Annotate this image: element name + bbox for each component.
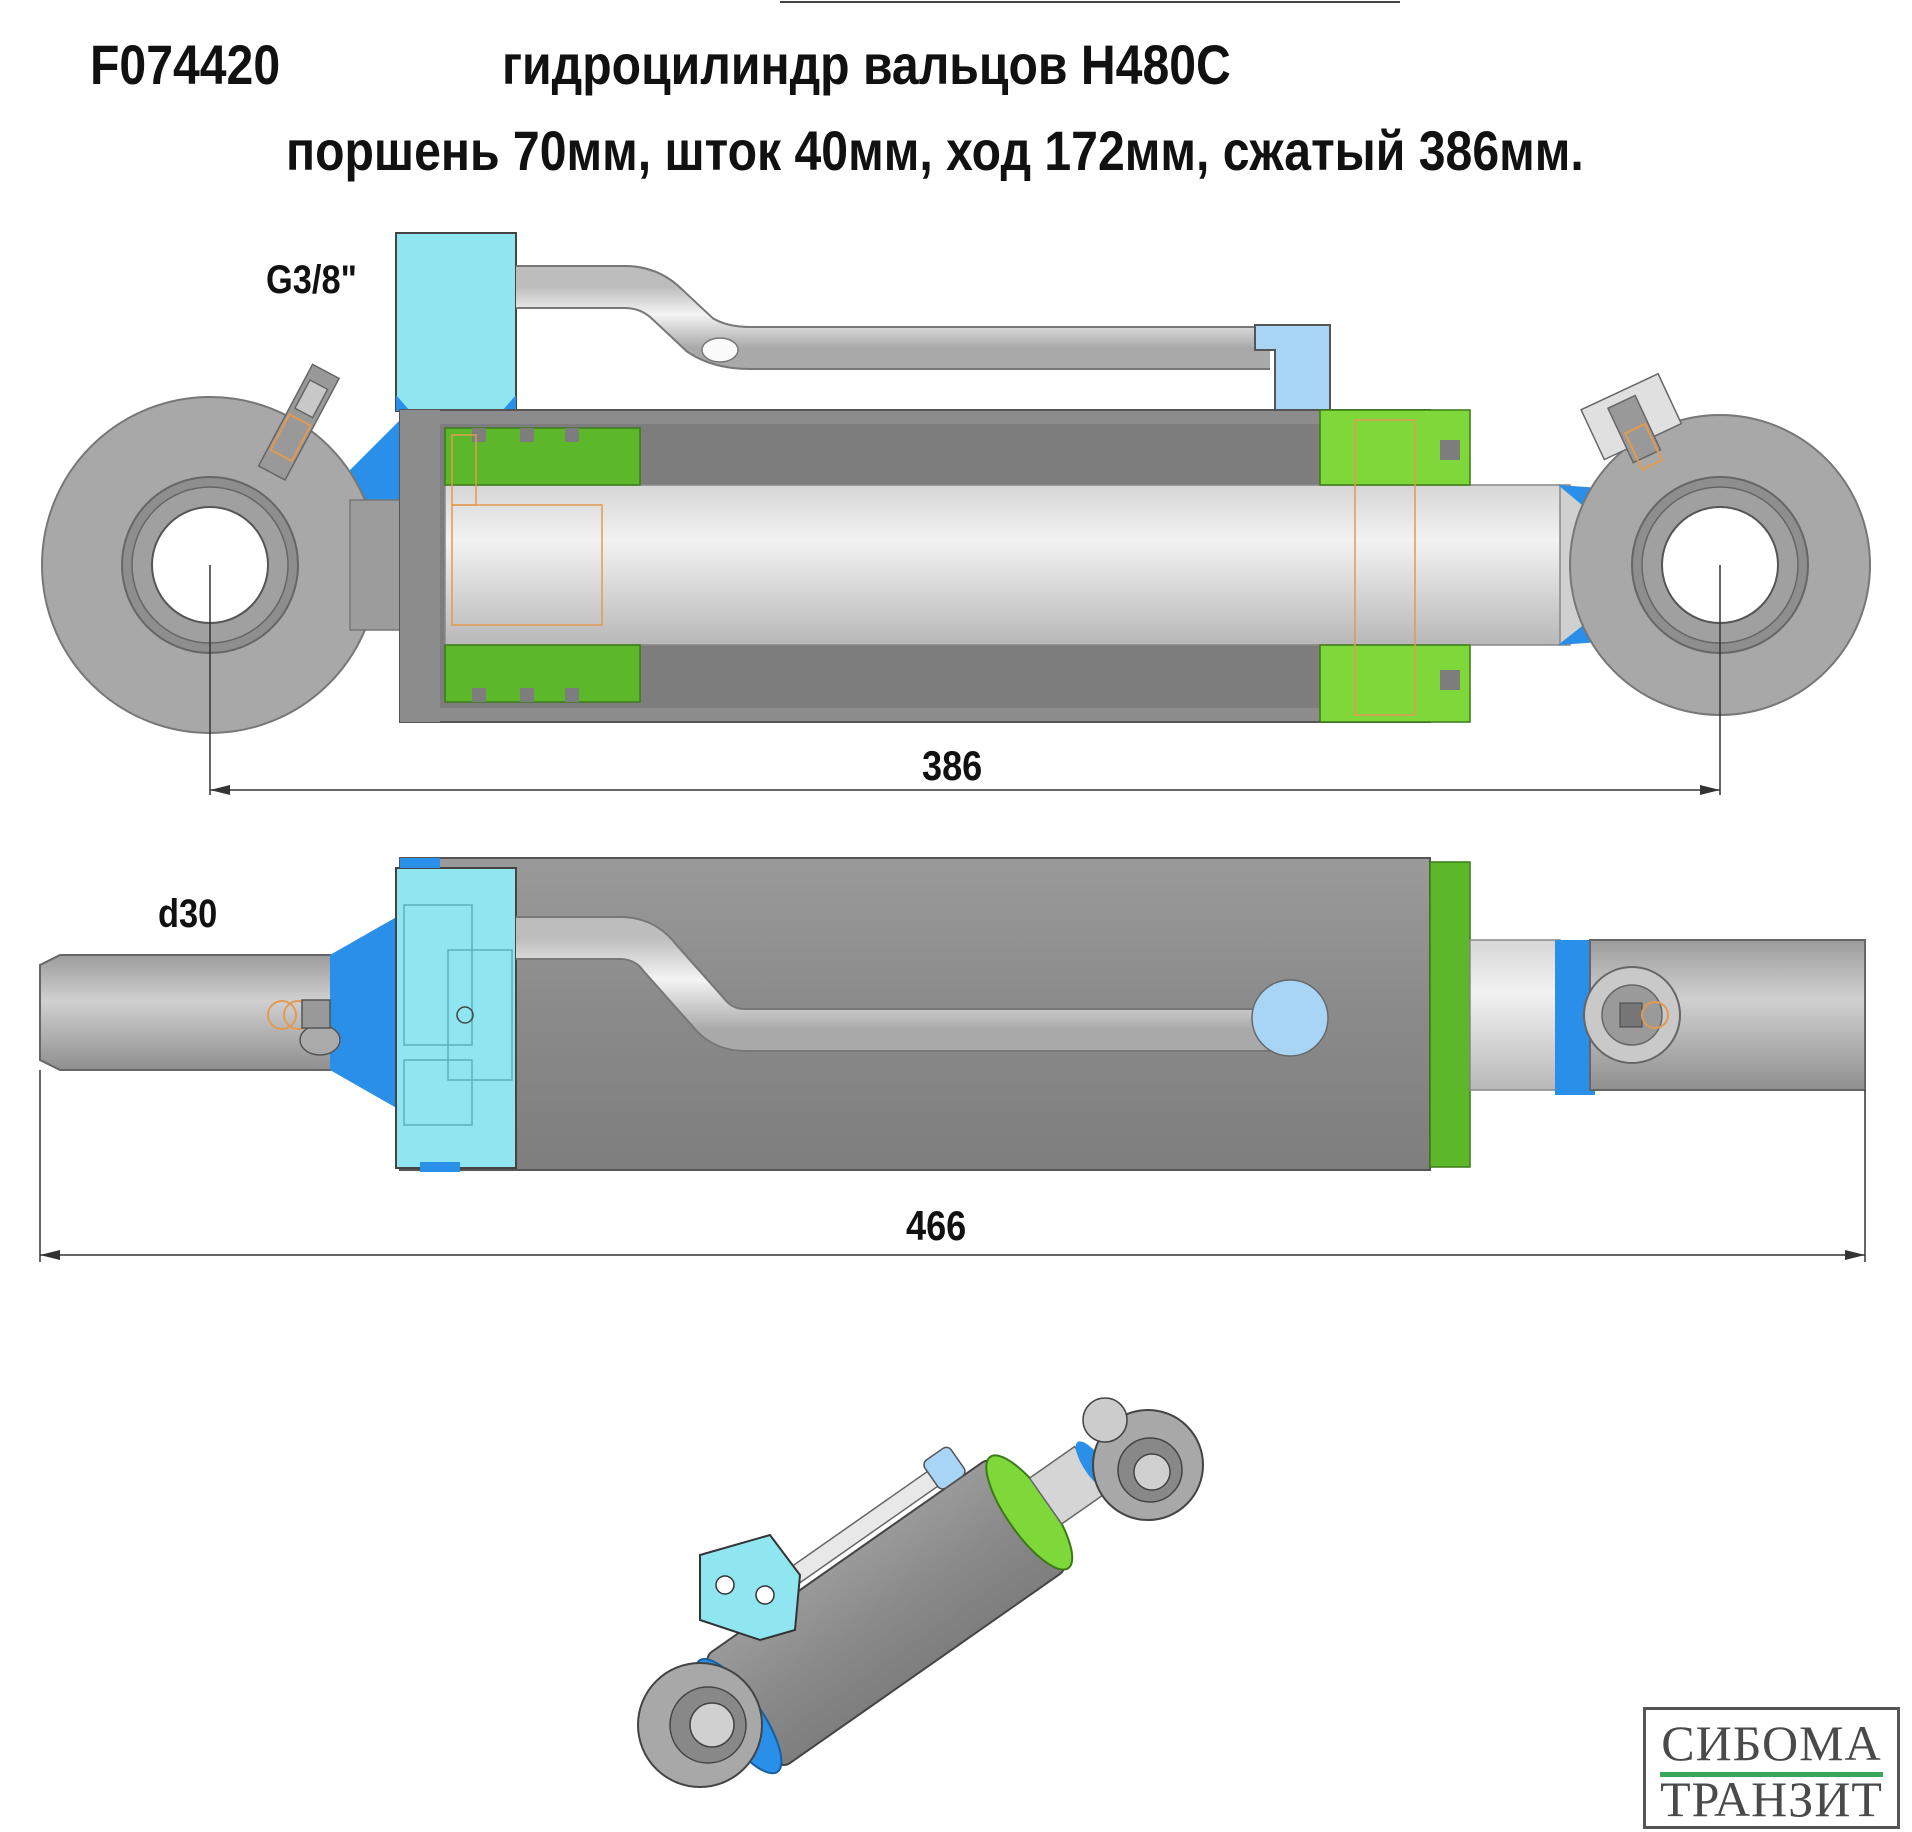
section-view [41,232,1871,795]
title-line-2: поршень 70мм, шток 40мм, ход 172мм, сжат… [286,119,1584,182]
side-view [39,857,1866,1262]
port-thread-label: G3/8" [266,258,357,302]
dimension-overall-label: 466 [906,1202,967,1249]
port-block-section [395,232,517,412]
pipe-side [516,918,1280,1050]
dimension-retracted-label: 386 [922,742,983,789]
dimension-386 [209,565,1721,795]
gland-ring-side [1429,861,1471,1168]
logo-green-bar [1660,1772,1883,1777]
pipe-end-fitting-side [1251,979,1329,1057]
left-grease-nipple [257,363,341,482]
left-eye-section [41,363,409,734]
part-number: F074420 [90,33,281,96]
left-seal-side [330,915,400,1110]
isometric-view [637,1397,1204,1788]
company-logo: СИБОМА ТРАНЗИТ [1643,1707,1900,1829]
logo-line-1: СИБОМА [1661,1715,1882,1771]
dimension-466 [39,1070,1866,1262]
logo-line-2: ТРАНЗИТ [1660,1771,1883,1827]
pipe-section [516,267,1270,368]
eye-diameter-label: d30 [158,892,218,936]
rod-side [1469,939,1561,1091]
right-grease-nipple [1580,372,1683,471]
port-block-side [395,867,517,1169]
rod-section [444,484,1571,646]
iso-port-block [699,1533,802,1642]
title-line-1: гидроцилиндр вальцов H480C [502,33,1231,96]
